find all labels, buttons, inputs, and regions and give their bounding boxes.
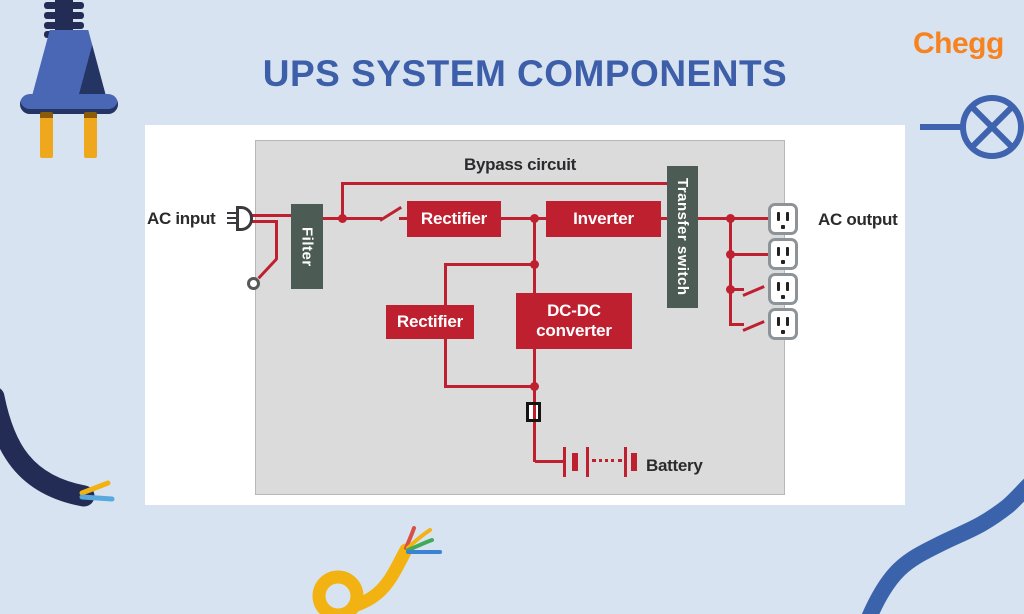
transfer-switch-box: Transfer switch [667,166,698,308]
wire-outlet3-stub [729,288,744,291]
inverter-box: Inverter [546,201,661,237]
ac-plug-icon [227,217,237,219]
bypass-circuit-label: Bypass circuit [463,155,577,174]
power-outlet-icon [768,238,798,270]
wire-filter-to-switch [323,217,382,220]
outlet-ground-hole [781,260,785,264]
junction-dot [726,285,735,294]
wire-outlet-column [729,217,732,326]
plug-prong [84,112,97,158]
wire-rectifier-to-inverter [501,217,546,220]
ac-plug-icon [227,222,237,224]
outlet-ground-hole [781,295,785,299]
wire-outlet4-stub [729,323,744,326]
outlet-slot [786,317,789,326]
transfer-switch-label: Transfer switch [674,178,691,296]
rectifier-bottom-box: Rectifier [386,305,474,339]
wire-bypass-riser [341,182,344,220]
fuse-inner-wire [533,405,536,419]
junction-dot [726,250,735,259]
wire-switch-to-rectifier [399,217,408,220]
wire-inverter-to-transfer [661,217,668,220]
stripped-cable-icon [0,388,115,507]
wire-dcdc-top [533,265,536,294]
rectifier-top-box: Rectifier [407,201,501,237]
wire-outlet2-branch [729,253,769,256]
ac-plug-icon [236,206,253,231]
curved-cable-icon [861,478,1024,614]
battery-label: Battery [646,456,703,475]
wire-input-top [251,214,292,217]
wire-mid-upper [444,263,536,266]
junction-dot [530,214,539,223]
wire-bypass [342,182,669,185]
wire-ground-drop [275,221,278,259]
plug-rib [44,12,84,19]
wire-dc-drop [533,220,536,266]
page-title: UPS SYSTEM COMPONENTS [262,53,788,94]
junction-dot [338,214,347,223]
power-outlet-icon [768,273,798,305]
outlet-slot [777,317,780,326]
wire-rect2-bottom [444,338,447,387]
wire-rect2-top [444,265,447,307]
filter-label: Filter [298,226,316,267]
lamp-circuit-icon [920,95,1024,159]
plug-prong [40,112,53,158]
dc-dc-converter-box: DC-DC converter [516,293,632,349]
outlet-slot [786,212,789,221]
battery-icon [563,447,566,477]
plug-rib [44,22,84,29]
wire-input-bottom [251,220,278,223]
battery-icon [572,453,578,471]
outlet-slot [786,247,789,256]
outlet-ground-hole [781,225,785,229]
plug-body [32,30,106,96]
coiled-cable-icon [312,526,442,614]
ground-terminal-icon [247,277,260,290]
outlet-slot [777,247,780,256]
battery-icon [624,447,627,477]
outlet-slot [777,282,780,291]
outlet-ground-hole [781,330,785,334]
power-outlet-icon [768,308,798,340]
wire-battery [535,460,563,463]
battery-icon [586,447,589,477]
battery-icon [592,459,622,462]
battery-icon [631,453,637,471]
power-outlet-icon [768,203,798,235]
ac-input-label: AC input [147,209,216,228]
outlet-slot [777,212,780,221]
plug-illustration [0,0,130,160]
wire-dcdc-bottom [533,348,536,387]
chegg-logo: Chegg [913,27,1004,60]
junction-dot [530,382,539,391]
filter-box: Filter [291,204,323,289]
junction-dot [726,214,735,223]
plug-rib [44,2,84,9]
junction-dot [530,260,539,269]
wire-fuse [533,387,536,462]
wire-mid-lower [444,385,536,388]
ac-output-label: AC output [818,210,898,229]
outlet-slot [786,282,789,291]
ac-plug-icon [227,212,237,214]
plug-base [20,94,118,114]
